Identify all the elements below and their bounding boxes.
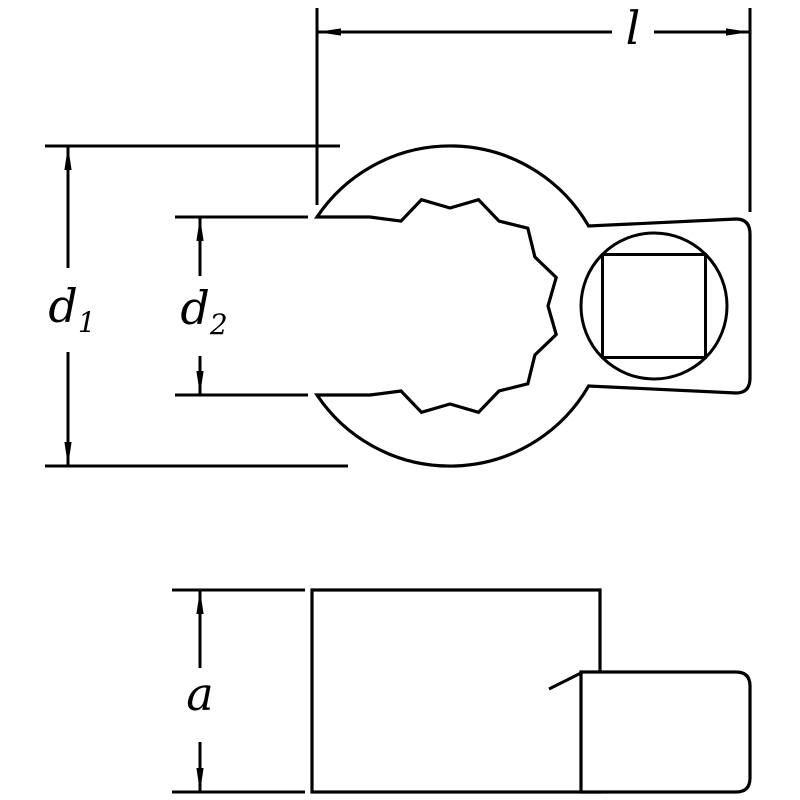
side-view-chamfer-line xyxy=(548,671,582,691)
dim-d1-label-base: d xyxy=(48,279,77,333)
wrench-body-outline xyxy=(314,144,752,468)
dim-d1-label-sub: 1 xyxy=(78,306,96,339)
dim-d1: d1 xyxy=(45,144,348,468)
side-view-head xyxy=(579,670,752,794)
dim-length: l xyxy=(315,1,752,212)
dim-a-label: a xyxy=(186,667,213,721)
square-drive-boss-circle xyxy=(579,231,729,381)
dim-d1-label: d1 xyxy=(48,279,95,339)
square-drive-hole xyxy=(601,253,707,359)
dim-d2-label: d2 xyxy=(180,281,227,341)
dim-d2-label-base: d xyxy=(180,281,209,335)
side-view-body xyxy=(310,588,602,794)
side-view xyxy=(310,588,752,794)
top-view xyxy=(314,144,752,468)
dim-d2: d2 xyxy=(175,215,308,397)
dim-a: a xyxy=(172,588,305,794)
dim-l-label: l xyxy=(626,1,641,55)
dim-d2-label-sub: 2 xyxy=(209,308,228,341)
